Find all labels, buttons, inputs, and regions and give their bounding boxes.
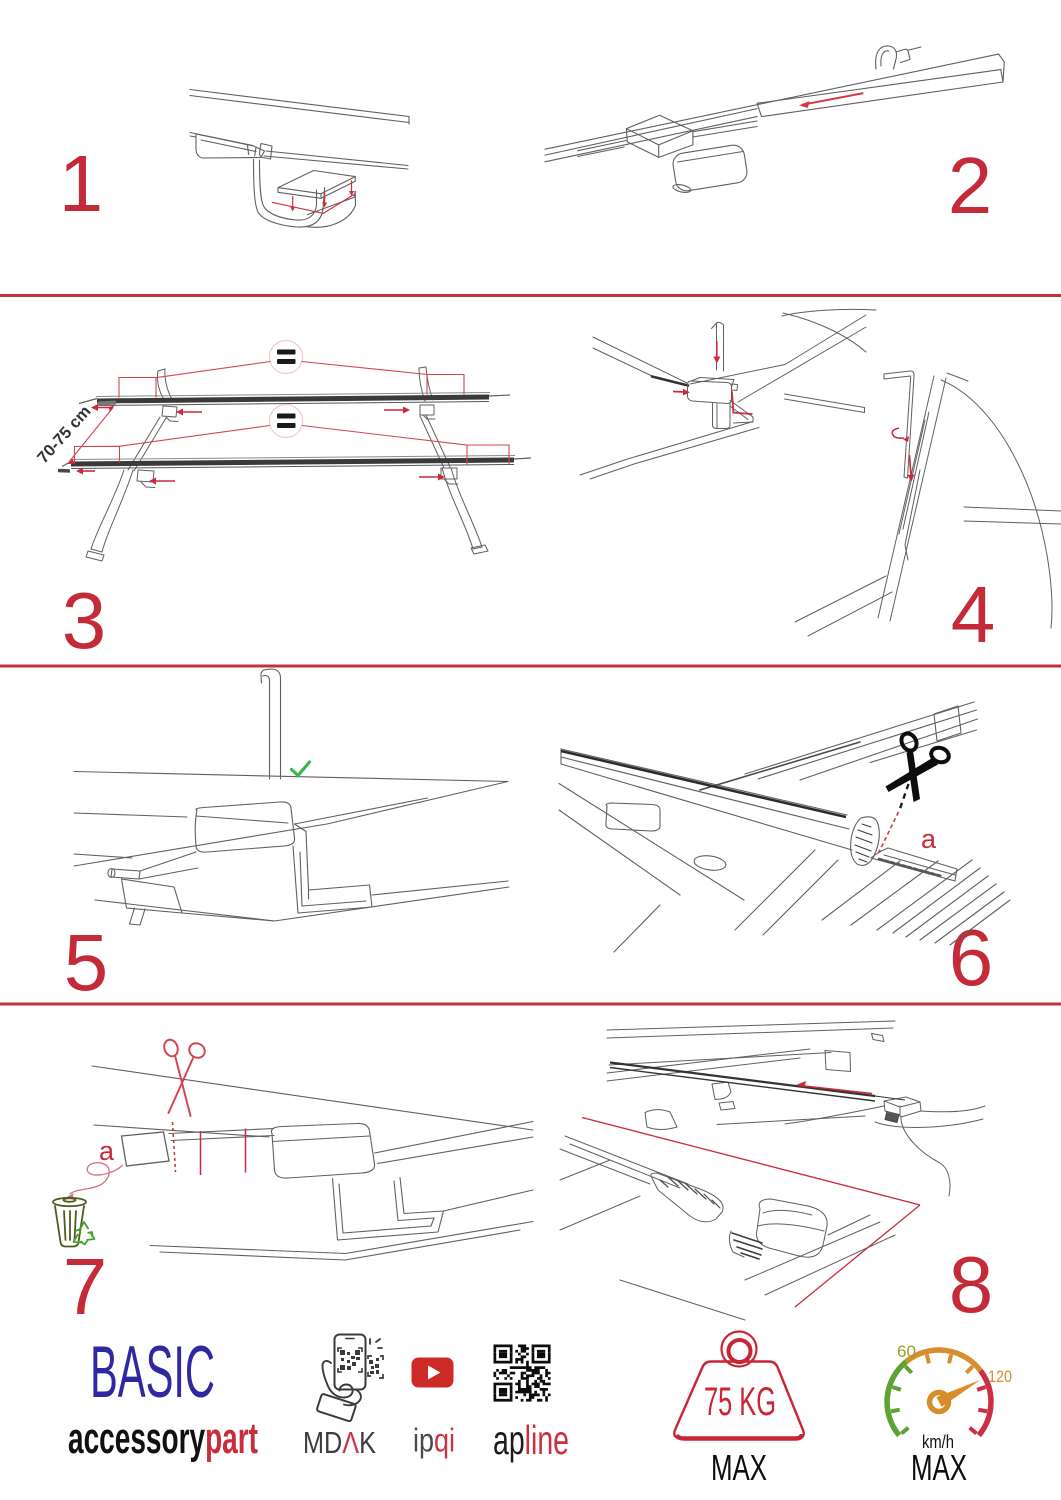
svg-text:MDΛK: MDΛK (303, 1426, 376, 1460)
svg-text:km/h: km/h (922, 1432, 954, 1452)
svg-text:5: 5 (64, 918, 109, 1007)
svg-text:4: 4 (951, 570, 996, 659)
svg-text:apline: apline (493, 1417, 569, 1463)
svg-text:120: 120 (988, 1367, 1012, 1386)
svg-text:8: 8 (949, 1240, 994, 1329)
svg-text:2: 2 (948, 141, 993, 230)
svg-text:MAX: MAX (911, 1447, 967, 1488)
svg-text:a: a (99, 1136, 115, 1166)
svg-text:70-75 cm: 70-75 cm (34, 402, 95, 467)
svg-text:ipqi: ipqi (413, 1422, 455, 1459)
svg-text:6: 6 (949, 913, 994, 1002)
svg-text:a: a (921, 824, 937, 854)
svg-text:accessorypart: accessorypart (68, 1414, 258, 1463)
svg-text:75 KG: 75 KG (704, 1380, 776, 1424)
svg-text:1: 1 (59, 139, 104, 228)
svg-text:60: 60 (897, 1342, 916, 1361)
svg-text:BASIC: BASIC (90, 1332, 215, 1413)
svg-text:3: 3 (62, 576, 107, 665)
svg-text:7: 7 (63, 1242, 108, 1331)
svg-text:MAX: MAX (711, 1447, 767, 1488)
